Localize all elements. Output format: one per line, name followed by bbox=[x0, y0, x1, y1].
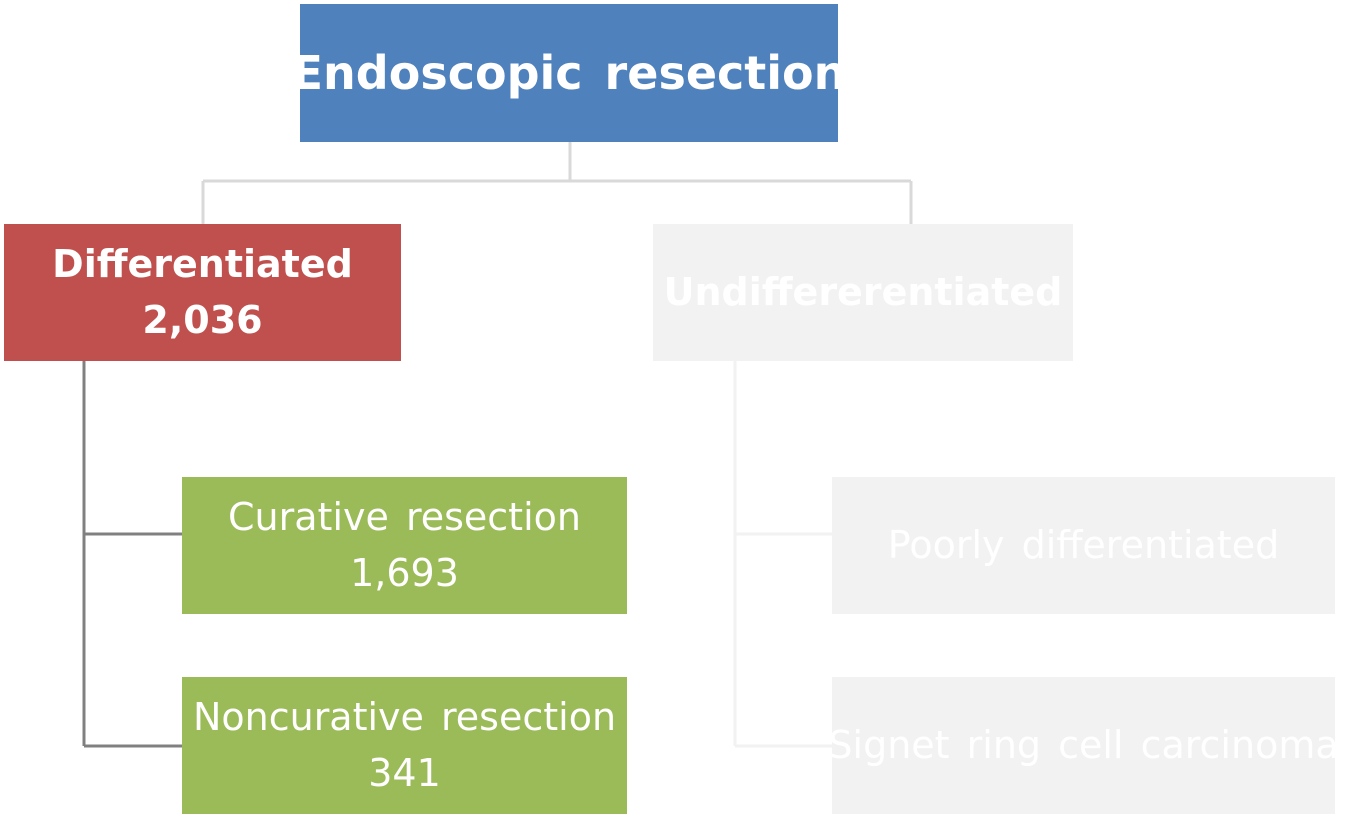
root-to-children-connector bbox=[201, 142, 913, 224]
root-node-label: Endoscopic resection bbox=[291, 45, 847, 100]
node-signet-ring-cell-carcinoma: Signet ring cell carcinoma bbox=[828, 677, 1339, 814]
root-node-endoscopic-resection: Endoscopic resection bbox=[292, 4, 846, 142]
node-curative-resection-count: 1,693 bbox=[350, 550, 459, 595]
node-poorly-differentiated: Poorly differentiated bbox=[832, 477, 1335, 614]
node-undifferentiated-label: Undiffererentiated bbox=[663, 269, 1063, 314]
node-noncurative-resection: Noncurative resection 341 bbox=[182, 677, 627, 814]
node-curative-resection-label: Curative resection bbox=[228, 495, 581, 540]
node-poorly-differentiated-label: Poorly differentiated bbox=[887, 522, 1280, 567]
node-signet-ring-cell-carcinoma-label: Signet ring cell carcinoma bbox=[828, 722, 1339, 767]
node-differentiated-count: 2,036 bbox=[142, 297, 263, 342]
undifferentiated-branch-connector bbox=[733, 361, 832, 748]
differentiated-branch-connector bbox=[82, 361, 182, 748]
node-undifferentiated: Undiffererentiated bbox=[653, 224, 1073, 361]
node-noncurative-resection-label: Noncurative resection bbox=[192, 695, 617, 740]
node-noncurative-resection-count: 341 bbox=[368, 750, 441, 795]
node-curative-resection: Curative resection 1,693 bbox=[182, 477, 627, 614]
node-differentiated: Differentiated 2,036 bbox=[4, 224, 401, 361]
node-differentiated-label: Differentiated bbox=[52, 242, 353, 287]
